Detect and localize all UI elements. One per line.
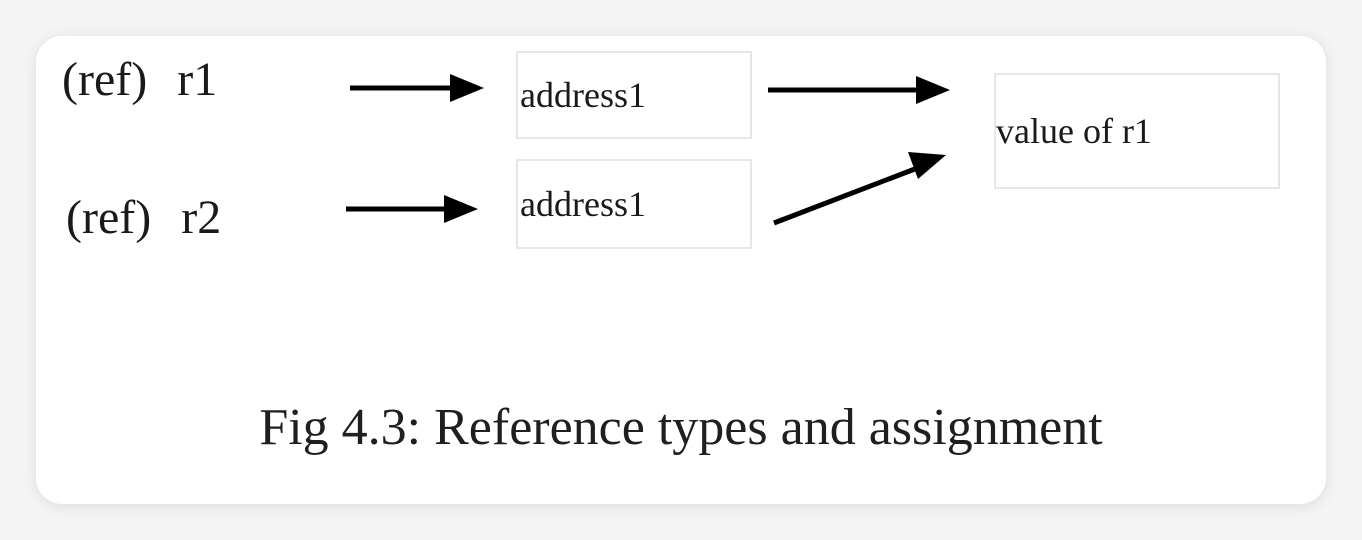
arrow-r1-to-address [350, 74, 484, 102]
ref-r1-name: r1 [177, 53, 218, 106]
arrow-address2-to-value [773, 152, 946, 226]
diagram-card: (ref) r1 (ref) r2 address1 address1 value … [36, 36, 1326, 504]
address-box-1-text: address1 [520, 75, 646, 115]
arrow-address1-to-value [768, 76, 950, 104]
figure-caption: Fig 4.3: Reference types and assignment [259, 399, 1103, 456]
address-box-2: address1 [516, 159, 752, 249]
value-box: value of r1 [994, 73, 1280, 189]
ref-r2-label: (ref) r2 [66, 194, 221, 242]
address-box-1: address1 [516, 51, 752, 139]
ref-r1-prefix: (ref) [62, 53, 148, 106]
arrow-r2-to-address [346, 195, 478, 223]
ref-r2-prefix: (ref) [66, 191, 152, 244]
ref-r2-name: r2 [181, 191, 222, 244]
address-box-2-text: address1 [520, 184, 646, 224]
value-box-text: value of r1 [996, 111, 1152, 151]
ref-r1-label: (ref) r1 [62, 56, 217, 104]
